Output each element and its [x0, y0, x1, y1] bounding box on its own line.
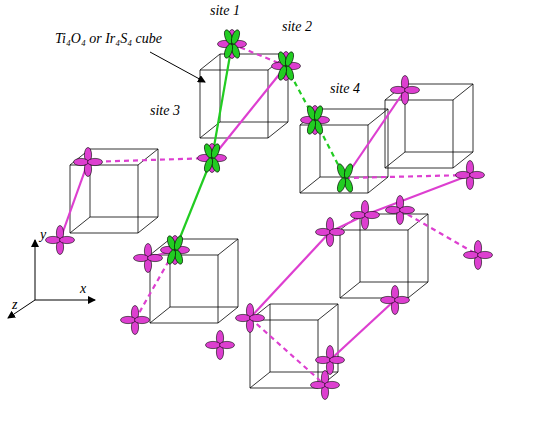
site-label: site 2 [282, 20, 312, 34]
cube-edge [70, 217, 90, 233]
cube-edge [408, 230, 409, 298]
cube-edge [368, 125, 369, 193]
cube-label: Ti₄O₄ or Ir₄S₄ cube [55, 32, 162, 46]
cube-edge [200, 54, 220, 70]
cube-edge [340, 282, 360, 298]
cube-edge [300, 193, 368, 194]
cube-edge [200, 70, 268, 71]
cube-edge [320, 109, 388, 110]
cube-edge [453, 84, 473, 100]
cube-edge [158, 149, 159, 217]
cube-edge [90, 149, 158, 150]
cube-edge [70, 165, 71, 233]
cube-edge [340, 230, 408, 231]
cube-edge [408, 282, 428, 298]
cube-edge [385, 152, 405, 168]
cube-edge [138, 149, 158, 165]
cube-edge [385, 100, 386, 168]
cube-edge [150, 307, 170, 323]
site-label: site 3 [150, 104, 180, 118]
cube-edge [70, 233, 138, 234]
cube-edge [218, 255, 219, 323]
cube-edge [90, 217, 158, 218]
cube-edge [200, 70, 201, 138]
cube-edge [270, 304, 338, 305]
site-label: site 1 [210, 4, 240, 18]
cube-edge [218, 239, 238, 255]
cube-edge [238, 239, 239, 307]
cube-edge [138, 217, 158, 233]
cube-edge [220, 122, 288, 123]
axis-label: z [12, 298, 17, 312]
cube-edge [428, 214, 429, 282]
cube-edge [385, 100, 453, 101]
cube-edge [300, 177, 320, 193]
cube-edge [268, 122, 288, 138]
cube-edge [360, 282, 428, 283]
axis-label: x [80, 282, 86, 296]
cube-edge [318, 304, 338, 320]
axis-label: y [40, 228, 46, 242]
cube-edge [360, 214, 361, 282]
cube-edge [150, 323, 218, 324]
cube-edge [200, 138, 268, 139]
cube-edge [138, 165, 139, 233]
cube-edge [270, 304, 271, 372]
cube-edge [368, 177, 388, 193]
cube-edge [388, 109, 389, 177]
cube-edge [405, 152, 473, 153]
cube-edge [170, 307, 238, 308]
site-label: site 4 [330, 82, 360, 96]
cube-edge [340, 230, 341, 298]
cube-edge [250, 372, 270, 388]
cube-edge [218, 307, 238, 323]
cube-edge [405, 84, 473, 85]
cube-edge [268, 70, 269, 138]
cube-edge [250, 388, 318, 389]
cube-edge [385, 168, 453, 169]
cube-edge [473, 84, 474, 152]
cube-edge [300, 125, 301, 193]
cube-edge [453, 100, 454, 168]
